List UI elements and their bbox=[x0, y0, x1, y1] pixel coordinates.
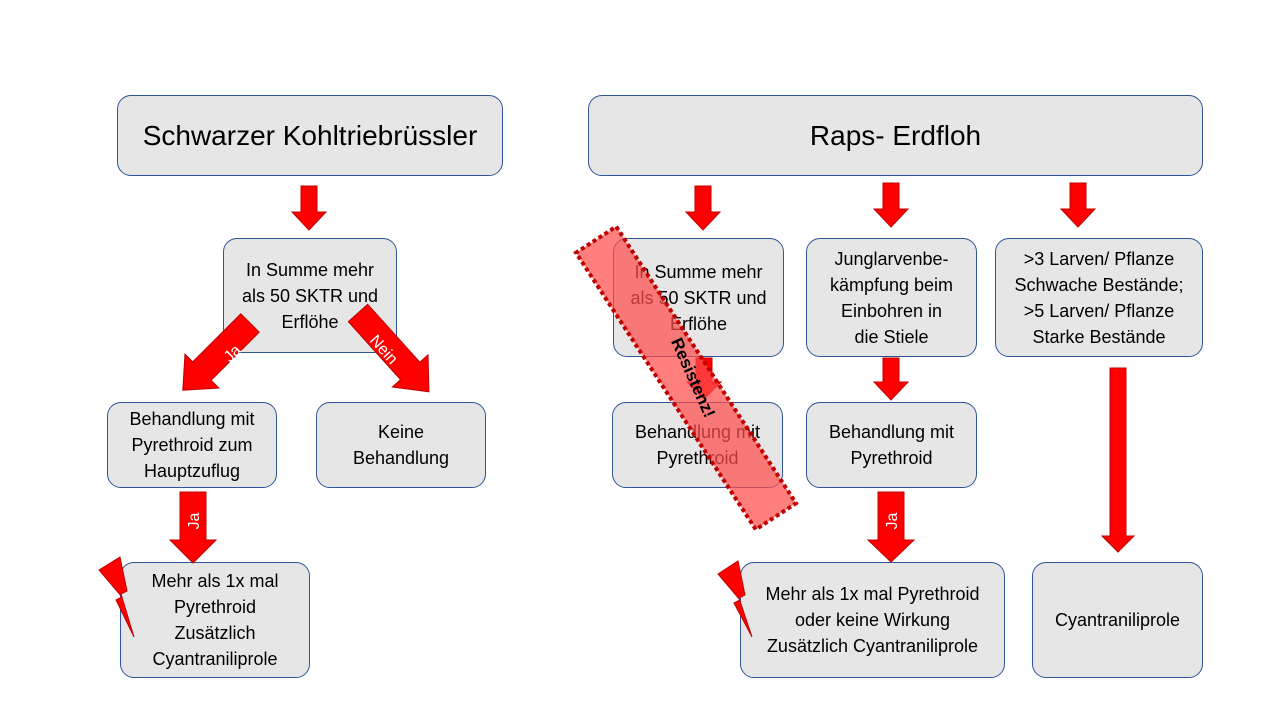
lightning-icon bbox=[717, 560, 753, 638]
left-escalation-box: Mehr als 1x mal Pyrethroid Zusätzlich Cy… bbox=[120, 562, 310, 678]
arrow-right-title-to-condition-2 bbox=[872, 182, 910, 228]
arrow-right-treatment-2-to-escalation bbox=[866, 491, 916, 563]
right-treatment-2-box: Behandlung mit Pyrethroid bbox=[806, 402, 977, 488]
arrow-left-title-to-condition bbox=[290, 185, 328, 231]
arrow-left-no bbox=[347, 303, 430, 393]
arrow-left-yes bbox=[182, 313, 260, 391]
right-condition-2-box: Junglarvenbe- kämpfung beim Einbohren in… bbox=[806, 238, 977, 357]
right-condition-3-box: >3 Larven/ Pflanze Schwache Bestände; >5… bbox=[995, 238, 1203, 357]
arrow-left-yes-label-2: Ja bbox=[186, 512, 203, 529]
arrow-right-yes-label: Ja bbox=[884, 512, 901, 529]
arrow-left-treatment-to-escalation bbox=[168, 491, 218, 564]
arrow-right-title-to-condition-1 bbox=[684, 185, 722, 231]
arrow-right-condition-2-to-treatment-2 bbox=[872, 357, 910, 401]
right-escalation-box: Mehr als 1x mal Pyrethroid oder keine Wi… bbox=[740, 562, 1005, 678]
left-no-treatment-box: Keine Behandlung bbox=[316, 402, 486, 488]
left-treatment-box: Behandlung mit Pyrethroid zum Hauptzuflu… bbox=[107, 402, 277, 488]
right-title-box: Raps- Erdfloh bbox=[588, 95, 1203, 176]
arrow-right-condition-3-to-treatment-3 bbox=[1100, 367, 1136, 553]
arrow-right-title-to-condition-3 bbox=[1059, 182, 1097, 228]
left-title-box: Schwarzer Kohltriebrüssler bbox=[117, 95, 503, 176]
resistance-overlay bbox=[573, 223, 799, 533]
right-treatment-3-box: Cyantraniliprole bbox=[1032, 562, 1203, 678]
lightning-icon bbox=[98, 556, 135, 638]
